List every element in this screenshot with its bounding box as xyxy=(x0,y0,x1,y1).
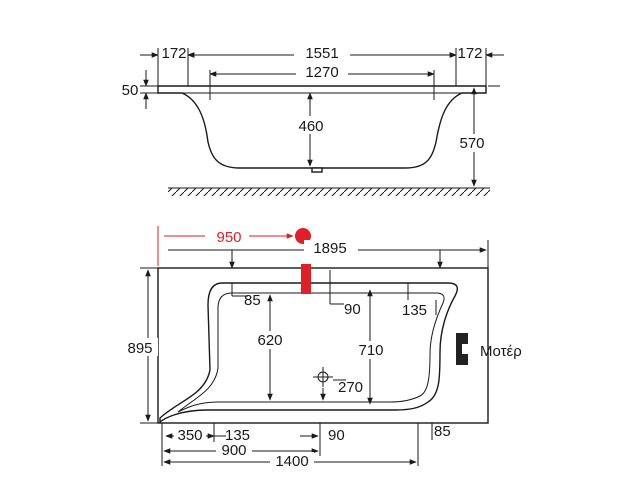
dim-bottom-135: 135 xyxy=(225,427,250,444)
dim-overall-length-side: 1551 xyxy=(305,45,338,62)
dim-bottom-90: 90 xyxy=(328,427,345,444)
dim-bottom-350: 350 xyxy=(177,427,202,444)
side-view: 1551 172 172 1270 50 460 570 xyxy=(122,44,504,196)
overflow-marker xyxy=(301,264,311,294)
drain-symbol xyxy=(313,367,333,387)
drain-outlet xyxy=(311,167,323,173)
basin-inner-contour xyxy=(159,282,458,424)
dim-rim-right: 172 xyxy=(457,45,482,62)
dim-overall-width: 895 xyxy=(127,340,152,357)
dim-wall-b: 135 xyxy=(402,302,427,319)
dim-inner-width-right: 710 xyxy=(358,342,383,359)
dim-corner-top: 85 xyxy=(244,292,261,309)
dim-bottom-1400: 1400 xyxy=(275,453,308,470)
top-view: 950 1895 895 85 90 135 620 710 xyxy=(124,226,522,470)
dim-inner-width-left: 620 xyxy=(257,332,282,349)
dim-inner-length: 1270 xyxy=(305,64,338,81)
dim-depth: 460 xyxy=(298,118,323,135)
dim-drain-position: 270 xyxy=(338,379,363,396)
dim-overall-length-top: 1895 xyxy=(313,240,346,257)
dim-total-height: 570 xyxy=(459,135,484,152)
dim-drain-offset: 950 xyxy=(216,229,241,246)
dim-bottom-900: 900 xyxy=(221,442,246,459)
dim-rim-height: 50 xyxy=(122,82,139,99)
dim-rim-left: 172 xyxy=(161,45,186,62)
floor-line xyxy=(168,187,490,196)
motor-label: Μοτέρ xyxy=(480,343,522,360)
dim-bottom-85: 85 xyxy=(434,423,451,440)
dim-wall-a: 90 xyxy=(344,301,361,318)
